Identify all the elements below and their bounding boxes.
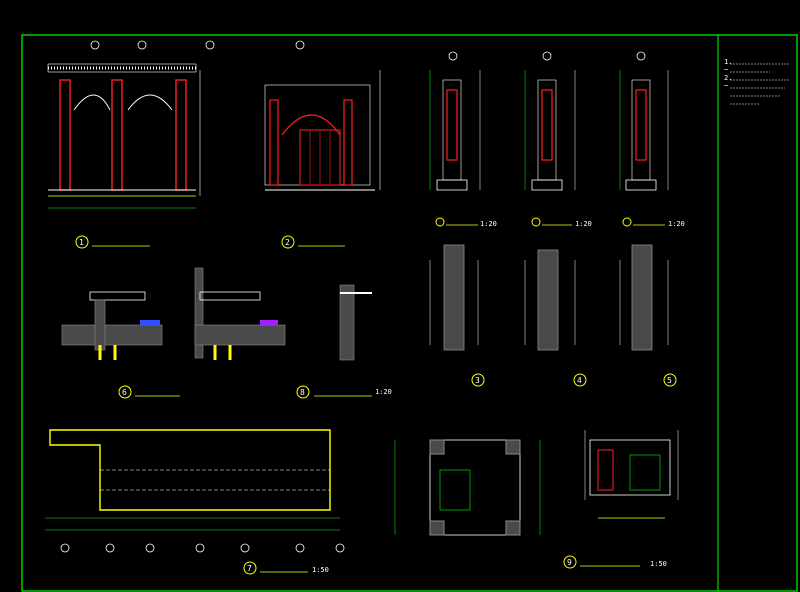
view-8-id: 8 xyxy=(300,388,305,397)
column-detail-c: 1:20 xyxy=(619,51,685,228)
view-6-detail: 6 xyxy=(61,291,180,399)
view-2-id: 2 xyxy=(285,238,290,247)
notes-line-1: 1. xyxy=(724,58,732,66)
view-7-id: 7 xyxy=(247,564,252,573)
view-7-scale: 1:50 xyxy=(312,566,329,574)
view-9-plan: 9 1:50 xyxy=(394,439,667,569)
view-8-detail: 8 1:20 xyxy=(194,267,392,399)
view-9-id: 9 xyxy=(567,558,572,567)
notes-block: 1. ~ 2. ~ xyxy=(724,58,790,105)
view-5-id: 5 xyxy=(667,376,672,385)
column-detail-a: 1:20 xyxy=(429,51,497,228)
view-1-id: 1 xyxy=(79,238,84,247)
view-1-marker xyxy=(75,235,89,249)
column-detail-b: 1:20 xyxy=(524,51,592,228)
notes-line-4: ~ xyxy=(724,82,728,90)
view-6-id: 6 xyxy=(122,388,127,397)
drawing-frame xyxy=(21,34,798,592)
view-3-id: 3 xyxy=(475,376,480,385)
view-4-id: 4 xyxy=(577,376,582,385)
view-2-elevation: 2 xyxy=(264,40,381,249)
notes-line-3: 2. xyxy=(724,74,732,82)
view-5-section: 5 xyxy=(619,244,677,387)
column-a-scale: 1:20 xyxy=(480,220,497,228)
view-10-section xyxy=(584,430,679,519)
view-3-section: 3 xyxy=(429,244,485,387)
view-8-scale: 1:20 xyxy=(375,388,392,396)
view-1-elevation: 1 xyxy=(47,40,215,249)
view-7-plan: 7 1:50 xyxy=(45,429,345,575)
column-c-scale: 1:20 xyxy=(668,220,685,228)
view-4-section: 4 xyxy=(524,249,587,387)
notes-line-2: ~ xyxy=(724,66,728,74)
column-b-scale: 1:20 xyxy=(575,220,592,228)
view-9-scale: 1:50 xyxy=(650,560,667,568)
